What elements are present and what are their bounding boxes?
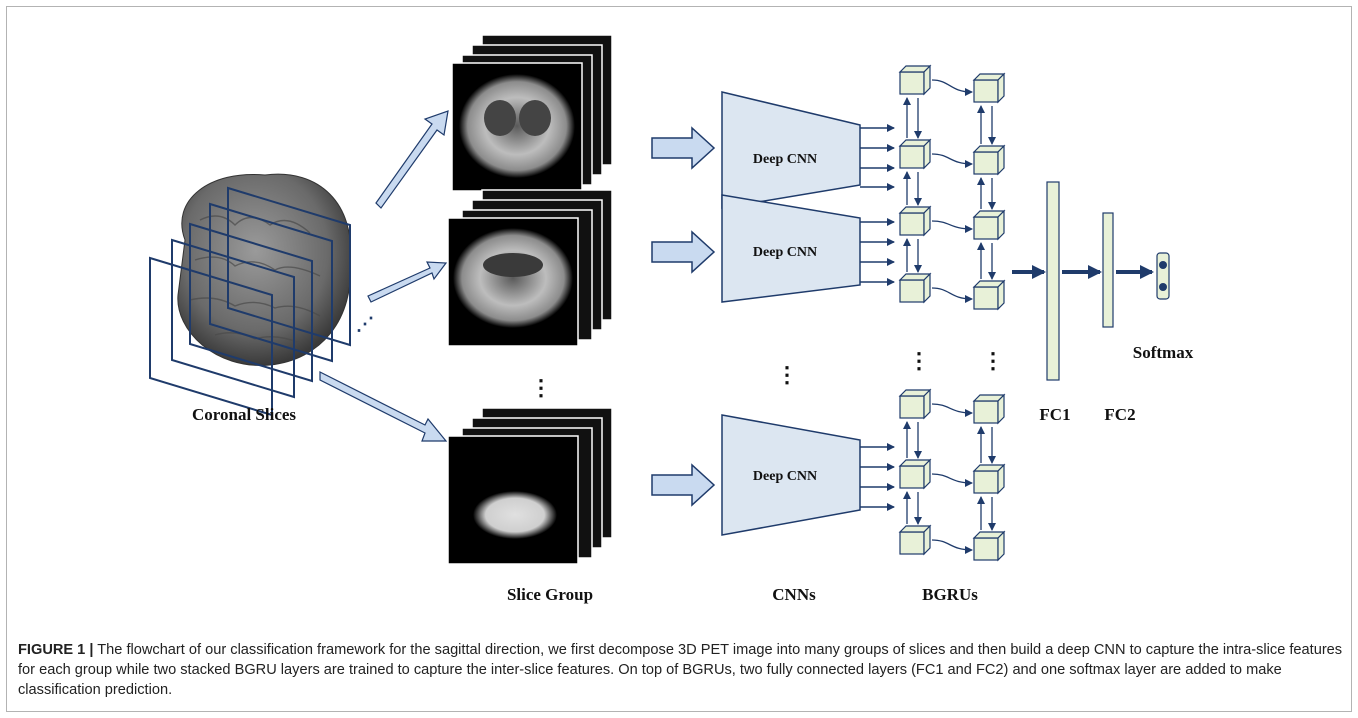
bgru-cell	[972, 463, 1006, 495]
bgru-ellipsis-1: ⋮	[908, 348, 930, 373]
bgru-cell	[898, 388, 932, 420]
bgru-cell	[972, 209, 1006, 241]
cnn-label-2: Deep CNN	[753, 245, 817, 260]
bgru-horizontal-arrows	[931, 79, 973, 554]
cnn-ellipsis: ⋮	[776, 362, 798, 387]
bgru-cell	[898, 205, 932, 237]
cnn-input-arrows	[651, 126, 716, 507]
cnn-label-1: Deep CNN	[753, 152, 817, 167]
flowchart-diagram: ⋰ ⋮ Deep CNN	[149, 34, 1194, 604]
label-softmax: Softmax	[1133, 343, 1194, 362]
label-bgrus: BGRUs	[922, 585, 978, 604]
bgru-cell	[972, 144, 1006, 176]
bgru-cell	[972, 530, 1006, 562]
cnn-block-3: Deep CNN	[721, 414, 861, 536]
bgru-cell	[898, 64, 932, 96]
bgru-cell	[898, 524, 932, 556]
bgru-layer-2	[972, 72, 1006, 562]
bgru-cell	[898, 138, 932, 170]
cnn-block-1: Deep CNN	[721, 91, 861, 209]
cnn-block-2: Deep CNN	[721, 194, 861, 303]
distribution-arrows	[319, 110, 449, 442]
caption-label: FIGURE 1 |	[18, 642, 94, 658]
slice-ellipsis: ⋰	[356, 314, 374, 334]
coronal-slice-planes	[149, 186, 351, 417]
slice-group-middle	[447, 189, 613, 347]
fc1-layer	[1046, 181, 1060, 381]
label-fc1: FC1	[1039, 405, 1070, 424]
slice-group-top	[451, 34, 613, 192]
caption-text: The flowchart of our classification fram…	[18, 642, 1343, 698]
bgru-cell	[972, 279, 1006, 311]
label-fc2: FC2	[1104, 405, 1135, 424]
softmax-layer	[1156, 252, 1170, 300]
slice-group-ellipsis: ⋮	[530, 375, 552, 400]
figure-caption: FIGURE 1 | The flowchart of our classifi…	[18, 641, 1344, 700]
bgru-ellipsis-2: ⋮	[982, 348, 1004, 373]
bgru-vertical-arrows	[903, 97, 996, 531]
cnn-output-arrows	[860, 124, 895, 511]
bgru-cell	[898, 458, 932, 490]
slice-group-bottom	[447, 407, 613, 565]
figure-frame	[6, 6, 1352, 712]
label-cnns: CNNs	[772, 585, 816, 604]
cnn-label-3: Deep CNN	[753, 469, 817, 484]
bgru-layer-1	[898, 64, 932, 556]
label-coronal-slices: Coronal Slices	[192, 405, 296, 424]
bgru-cell	[898, 272, 932, 304]
label-slice-group: Slice Group	[507, 585, 593, 604]
bgru-cell	[972, 72, 1006, 104]
fc2-layer	[1102, 212, 1114, 328]
bgru-cell	[972, 393, 1006, 425]
